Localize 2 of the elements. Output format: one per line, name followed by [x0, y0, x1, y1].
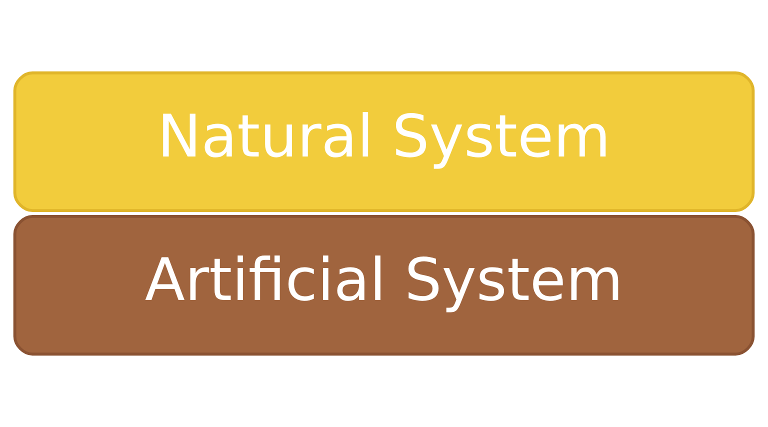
- node-box: Natural System: [13, 71, 755, 212]
- node-box: Artificial System: [13, 214, 755, 356]
